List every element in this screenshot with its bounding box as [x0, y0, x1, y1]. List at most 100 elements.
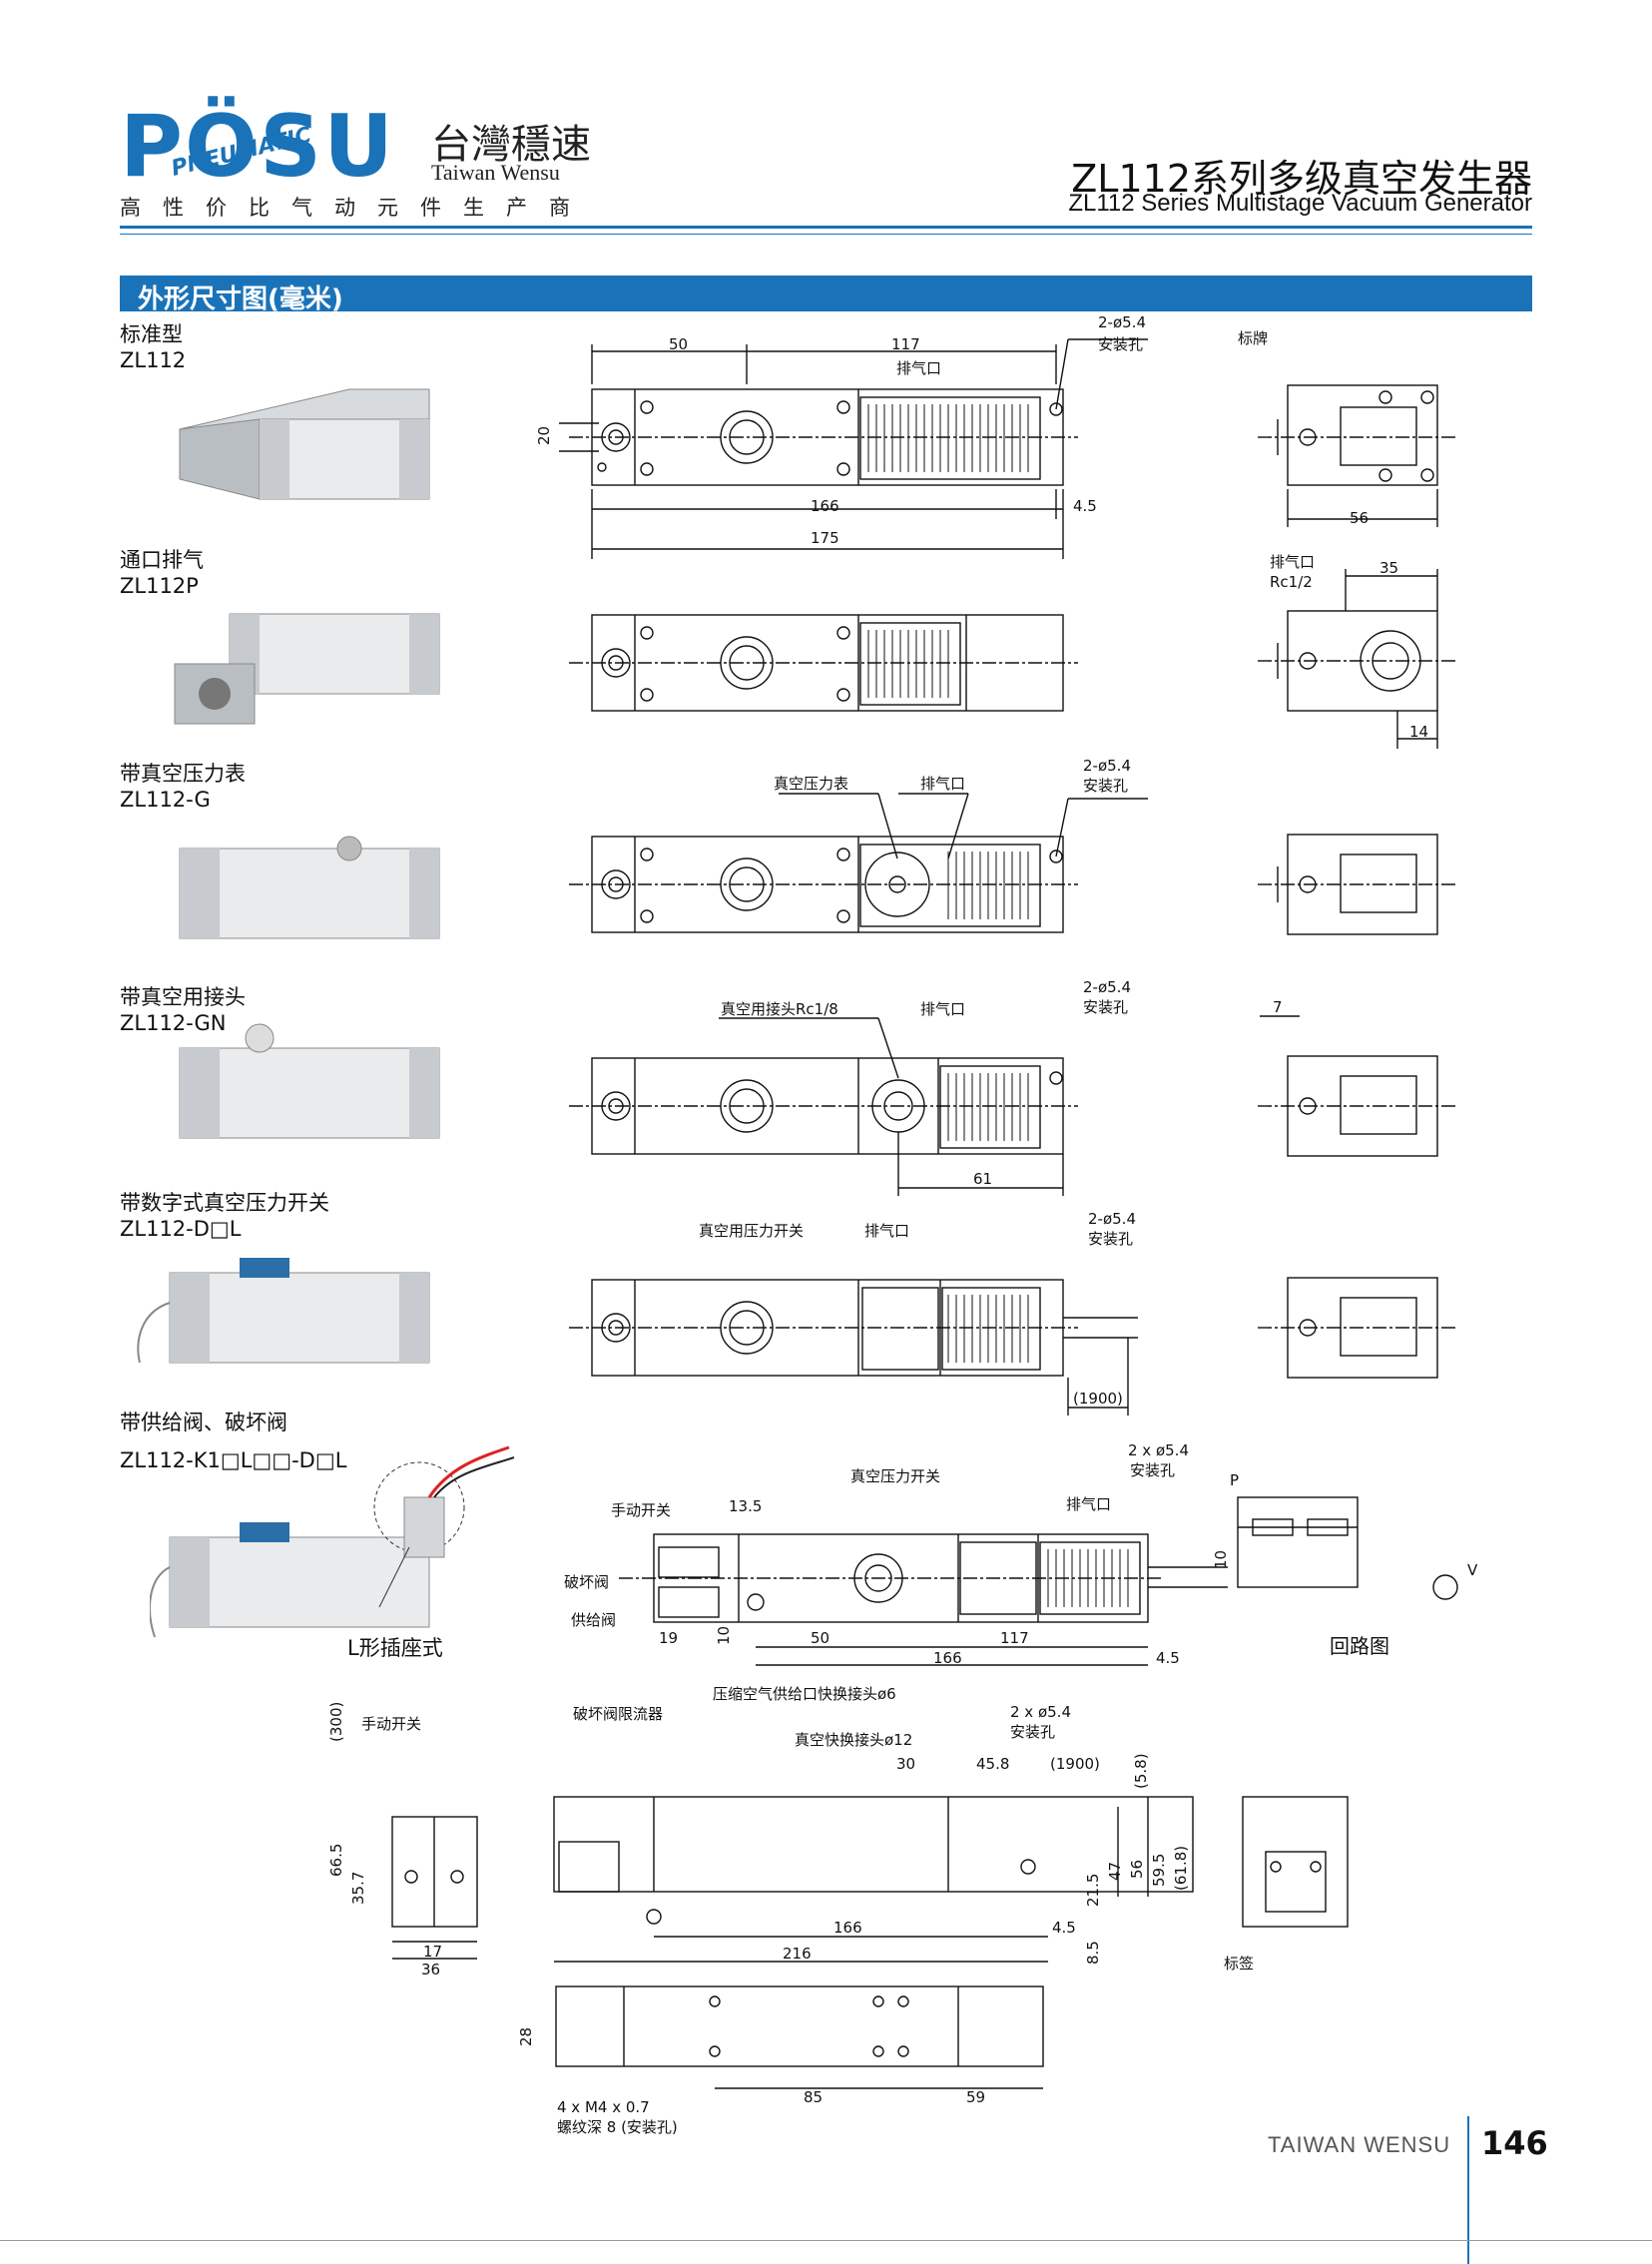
dim-4-5: 4.5: [1156, 1649, 1180, 1667]
variant-model: ZL112-K1□L□□-D□L: [120, 1448, 347, 1472]
header-rule: [120, 226, 1532, 229]
dim-56: 56: [1350, 509, 1369, 527]
dim-61: 61: [973, 1170, 992, 1188]
dim-35: 35: [1379, 559, 1398, 577]
variant-name: 标准型: [120, 322, 183, 346]
brand-logo: PÖSU: [120, 104, 419, 190]
page-number: 146: [1481, 2124, 1548, 2162]
variant-label-standard: 标准型 ZL112: [120, 321, 186, 373]
label-rc12: Rc1/2: [1270, 573, 1313, 591]
variant-label-port: 通口排气 ZL112P: [120, 547, 204, 599]
label-circuit: 回路图: [1330, 1634, 1389, 1658]
label-m4: 4 x M4 x 0.7: [557, 2098, 650, 2116]
label-vacuum-switch: 真空用压力开关: [699, 1222, 804, 1240]
dim-35-7: 35.7: [349, 1872, 367, 1905]
dim-5-8: (5.8): [1132, 1753, 1150, 1789]
label-mount-hole-2: 2 x ø5.4: [1128, 1441, 1189, 1459]
drawing-zl112k1-right: [1242, 1796, 1349, 1928]
label-mount-hole: 2-ø5.4: [1083, 978, 1131, 996]
dim-20: 20: [535, 426, 553, 445]
dim-216: 216: [783, 1945, 812, 1963]
label-m4-depth: 螺纹深 8 (安装孔): [557, 2118, 678, 2136]
label-supply-valve: 供给阀: [571, 1611, 616, 1629]
variant-label-fitting: 带真空用接头 ZL112-GN: [120, 984, 246, 1036]
header-rule-thin: [120, 234, 1532, 235]
label-exhaust: 排气口: [896, 359, 941, 377]
variant-name: 通口排气: [120, 548, 204, 572]
label-break-flow: 破坏阀限流器: [573, 1705, 663, 1723]
dim-13-5: 13.5: [729, 1497, 762, 1515]
dim-30: 30: [896, 1755, 915, 1773]
label-mount-hole-cn: 安装孔: [1130, 1461, 1175, 1479]
dim-7: 7: [1273, 998, 1283, 1016]
label-manual-switch: 手动开关: [361, 1715, 421, 1733]
dim-59-5: 59.5: [1150, 1854, 1168, 1887]
label-vacuum-connector: 真空用接头Rc1/8: [721, 1000, 838, 1018]
dim-50: 50: [669, 335, 688, 353]
dim-166: 166: [811, 497, 839, 515]
drawing-zl112gn-side: [1258, 1015, 1457, 1157]
label-mount-hole-cn: 安装孔: [1088, 1230, 1133, 1248]
footer-rule: [0, 2240, 1652, 2241]
label-mount-hole-cn: 安装孔: [1083, 777, 1128, 795]
dim-175: 175: [811, 529, 839, 547]
page-title-cn: ZL112系列多级真空发生器: [1071, 157, 1532, 201]
label-exhaust-port: 排气口: [1270, 553, 1315, 571]
dim-10: 10: [1212, 1550, 1230, 1569]
variant-model: ZL112-G: [120, 788, 211, 812]
dim-14: 14: [1409, 723, 1428, 741]
label-nameplate: 标牌: [1238, 329, 1268, 347]
drawing-zl112g-side: [1258, 834, 1457, 935]
dim-59: 59: [966, 2088, 985, 2106]
dim-4-5: 4.5: [1073, 497, 1097, 515]
dim-17: 17: [423, 1943, 442, 1961]
label-break-valve: 破坏阀: [564, 1573, 609, 1591]
section-bar: [120, 276, 1532, 311]
footer-brand: TAIWAN WENSU: [1268, 2132, 1451, 2157]
variant-model: ZL112-GN: [120, 1011, 227, 1035]
variant-label-switch: 带数字式真空压力开关 ZL112-D□L: [120, 1190, 329, 1242]
dim-8-5: 8.5: [1084, 1941, 1102, 1965]
drawing-zl112g-top: [569, 793, 1148, 933]
variant-label-gauge: 带真空压力表 ZL112-G: [120, 761, 246, 813]
label-exhaust: 排气口: [864, 1222, 909, 1240]
label-mount-hole: 2-ø5.4: [1088, 1210, 1136, 1228]
dim-117: 117: [1000, 1629, 1029, 1647]
drawing-zl112d-side: [1258, 1277, 1457, 1379]
product-photo-zl112p: [174, 613, 440, 725]
drawing-zl112k1-left: [391, 1816, 478, 1960]
dim-85: 85: [804, 2088, 823, 2106]
label-v: V: [1467, 1561, 1478, 1579]
dim-50: 50: [811, 1629, 829, 1647]
dim-1900: (1900): [1050, 1755, 1100, 1773]
product-photo-zl112d: [137, 1258, 430, 1364]
footer-divider: [1467, 2116, 1469, 2264]
dim-66-5: 66.5: [327, 1844, 345, 1877]
dim-21-5: 21.5: [1084, 1874, 1102, 1907]
label-tag: 标签: [1224, 1955, 1254, 1973]
drawing-zl112gn-top: [569, 1017, 1078, 1196]
drawing-circuit-diagram: [1237, 1496, 1458, 1600]
label-p: P: [1230, 1471, 1239, 1489]
brand-name-cn: 台灣穩速: [431, 122, 591, 168]
drawing-zl112k1-top: [619, 1533, 1228, 1666]
section-title: 外形尺寸图(毫米): [138, 284, 343, 314]
dim-117: 117: [891, 335, 920, 353]
product-photo-zl112k1: [150, 1445, 515, 1638]
slogan: 高性价比气动元件生产商: [120, 196, 592, 220]
label-air-quick: 压缩空气供给口快换接头ø6: [713, 1685, 896, 1703]
variant-name: 带真空用接头: [120, 985, 246, 1009]
photo-caption-l-socket: L形插座式: [347, 1636, 443, 1660]
label-manual-switch: 手动开关: [611, 1501, 671, 1519]
drawing-zl112k1-bottom: [555, 1985, 1044, 2089]
label-mount-hole-cn: 安装孔: [1010, 1723, 1055, 1741]
drawing-zl112k1-front: [553, 1796, 1194, 1963]
product-photo-zl112: [179, 388, 430, 500]
variant-name: 带供给阀、破坏阀: [120, 1411, 287, 1434]
label-vac-quick: 真空快换接头ø12: [795, 1731, 912, 1749]
variant-model: ZL112-D□L: [120, 1217, 242, 1241]
variant-model: ZL112: [120, 348, 187, 372]
drawing-zl112d-top: [569, 1279, 1138, 1415]
exhaust-silencer-hatch: [867, 404, 1129, 1607]
dim-36: 36: [421, 1961, 440, 1979]
